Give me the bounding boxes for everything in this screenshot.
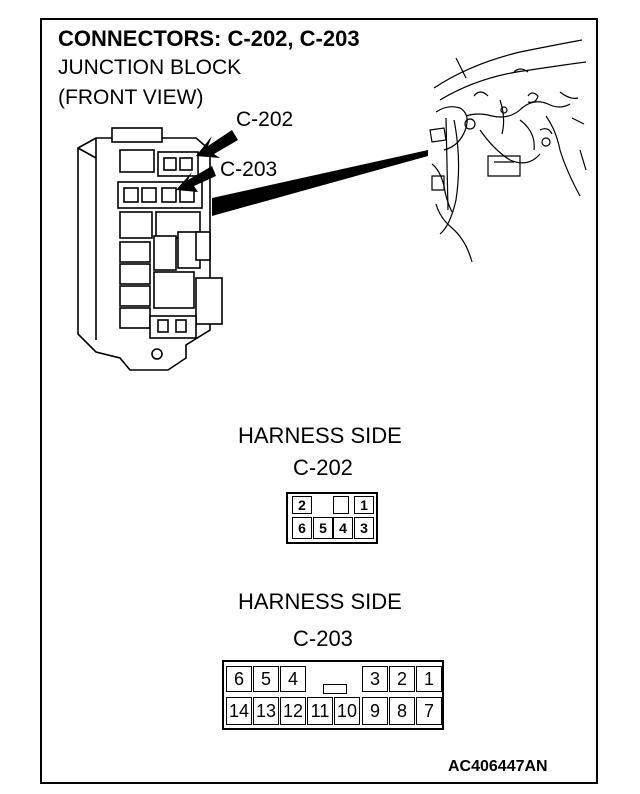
c202-pin: 4 <box>333 517 353 539</box>
c202-pin: 2 <box>292 496 312 514</box>
callout-label-c203: C-203 <box>220 158 278 181</box>
c203-housing <box>222 660 444 730</box>
c202-pin: 5 <box>313 517 333 539</box>
figure-code: AC406447AN <box>448 758 548 775</box>
c202-key-slot <box>333 496 349 514</box>
c203-pin: 2 <box>389 666 415 692</box>
c203-pin: 11 <box>307 697 333 725</box>
diagram-title: CONNECTORS: C-202, C-203 <box>58 26 360 51</box>
c203-pin: 4 <box>280 666 306 692</box>
c203-pin: 12 <box>280 697 306 725</box>
pointer-wedge-icon <box>212 150 428 216</box>
c202-pin: 3 <box>354 517 374 539</box>
arrow-c203-icon <box>176 166 216 192</box>
c203-pin: 3 <box>362 666 388 692</box>
junction-block-label: JUNCTION BLOCK <box>58 56 242 79</box>
c203-pin: 6 <box>226 666 252 692</box>
c203-connector-name: C-203 <box>293 626 353 651</box>
c203-pin: 7 <box>416 697 442 725</box>
c203-pin: 1 <box>416 666 442 692</box>
callout-label-c202: C-202 <box>236 108 294 131</box>
c203-harness-side-label: HARNESS SIDE <box>238 589 402 614</box>
c203-pin: 14 <box>226 697 252 725</box>
c203-pin: 5 <box>253 666 279 692</box>
c203-pin: 9 <box>362 697 388 725</box>
dashboard-wiring-sketch <box>429 39 587 263</box>
c203-pin: 8 <box>389 697 415 725</box>
arrow-c202-icon <box>196 130 238 158</box>
front-view-label: (FRONT VIEW) <box>58 86 204 109</box>
callout-arrows <box>176 130 428 216</box>
c202-pin: 6 <box>292 517 312 539</box>
c202-pin: 1 <box>354 496 374 514</box>
c203-pin: 13 <box>253 697 279 725</box>
junction-block-drawing <box>77 127 223 371</box>
c202-housing <box>286 492 378 544</box>
c202-harness-side-label: HARNESS SIDE <box>238 423 402 448</box>
c203-pin: 10 <box>334 697 360 725</box>
c203-key-slot <box>323 684 347 694</box>
c202-connector-name: C-202 <box>293 455 353 480</box>
